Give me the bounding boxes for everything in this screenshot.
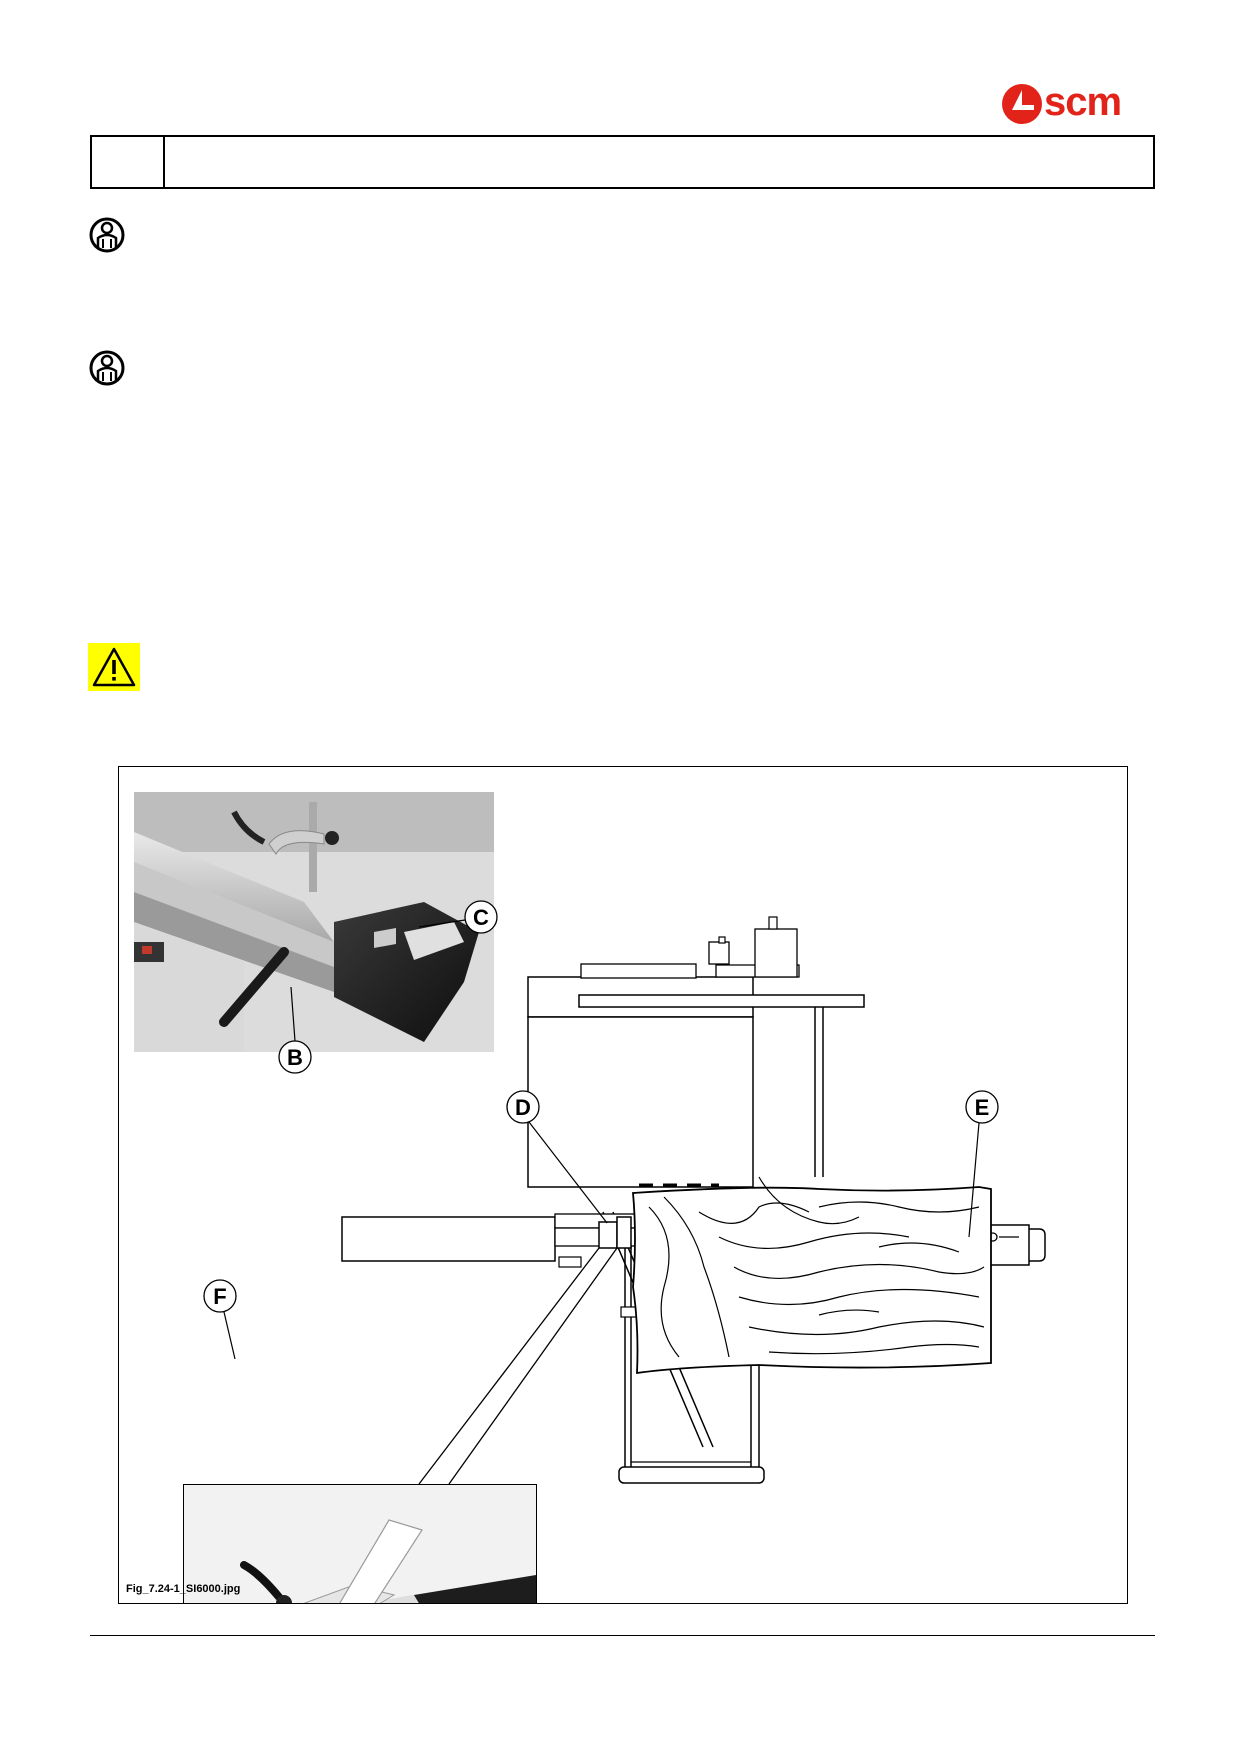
callout-e-circle (965, 1090, 999, 1124)
figure-frame: C B D E F Fig_7.24-1_SI6000.jpg (118, 766, 1128, 1604)
photo-illustration (134, 792, 494, 1052)
callout-f-label: F (213, 1284, 226, 1309)
section-header-box (90, 135, 1155, 189)
scm-logo: scm (1000, 80, 1150, 130)
drawing-top-plate (578, 994, 865, 1008)
logo-text: scm (1044, 80, 1122, 124)
technical-drawing: C B D E F (203, 900, 1046, 1485)
callout-b-label: B (287, 1045, 303, 1070)
callout-f-circle (203, 1279, 237, 1313)
callout-c-label: C (473, 905, 489, 930)
photo-sliding-table-end (134, 792, 494, 1052)
callout-d-circle (506, 1090, 540, 1124)
section-number-cell (92, 137, 165, 187)
operator-icon (89, 217, 125, 253)
drawing-stop-d (598, 1221, 618, 1249)
footer-divider (90, 1635, 1155, 1636)
inset-illustration (184, 1485, 536, 1603)
operator-icon (89, 350, 125, 386)
callout-e-label: E (975, 1095, 990, 1120)
warning-triangle-icon (88, 643, 140, 691)
scm-logo-mark-icon (1002, 84, 1042, 124)
drawing-fence-bar (580, 963, 697, 979)
drawing-table-rail (341, 1216, 556, 1262)
callout-d-label: D (515, 1095, 531, 1120)
drawing-main-block (527, 1016, 754, 1188)
callout-c-circle (464, 900, 498, 934)
figure-caption: Fig_7.24-1_SI6000.jpg (126, 1583, 241, 1595)
inset-photo-stop (183, 1484, 537, 1603)
